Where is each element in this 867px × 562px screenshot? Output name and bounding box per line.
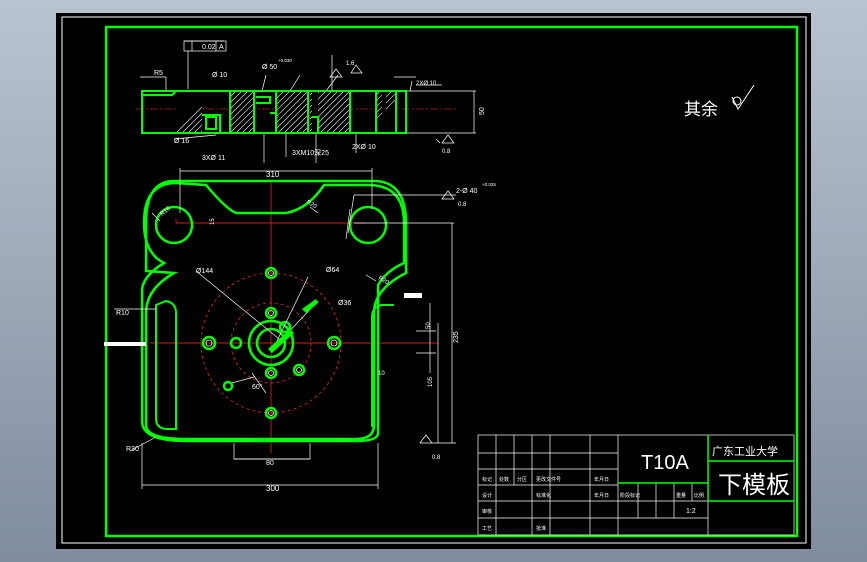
dim-15: 15 (210, 218, 216, 225)
tb-r2-5: 年月日 (594, 492, 609, 499)
tb-scale-label: 比例 (694, 492, 704, 499)
r30-label: R30 (126, 446, 139, 453)
d50-label: Ø 50 (262, 64, 277, 71)
d40-tol: +0.025 (482, 182, 496, 187)
tol2-label: +0.030 (278, 58, 292, 63)
flatness-label: 0.02 (202, 44, 216, 51)
roughness-symbol (731, 84, 755, 110)
outer-frame (61, 16, 807, 544)
d144-label: Ø144 (196, 268, 213, 275)
tb-r1-1: 处数 (499, 476, 509, 483)
holes-label: 2XØ 10 (352, 144, 376, 151)
dim-300: 300 (266, 484, 280, 493)
ra16-label: 1.6 (346, 61, 355, 67)
tb-r1-2: 分区 (517, 476, 527, 483)
r20-label: R20 (305, 200, 318, 211)
d11-label: 3XØ 11 (202, 155, 225, 162)
tb-r1-0: 标记 (482, 476, 492, 483)
height-50-label: 50 (479, 107, 486, 115)
ra08b-label: 0.8 (458, 202, 467, 208)
r20b-label: R20 (377, 276, 390, 287)
tb-r2-0: 设计 (482, 492, 492, 499)
d40-label: 2-Ø 40 (456, 188, 478, 195)
ra08-label: 0.8 (442, 149, 451, 155)
d10-label: Ø 10 (212, 72, 227, 79)
d64-label: Ø64 (326, 267, 339, 274)
dim-10: 10 (378, 371, 385, 377)
angle-label: 60° (252, 383, 263, 391)
r10-label: R10 (116, 310, 129, 317)
dim-105: 105 (428, 376, 434, 387)
material-text: T10A (641, 452, 689, 474)
institution-text: 广东工业大学 (712, 444, 778, 458)
tb-r4-2: 批准 (536, 525, 546, 532)
r5-label: R5 (154, 70, 163, 77)
tb-r1-3: 更改文件号 (536, 476, 561, 483)
datum-label: A (219, 44, 224, 51)
roughness-note: 其余 (684, 100, 718, 120)
section-view: R5 Ø 10 Ø 50 +0.030 1.6 2XØ 10 Ø 16 3XØ … (136, 40, 486, 163)
tb-r3-0: 审核 (482, 508, 492, 515)
thread-label: 3XM10深25 (292, 148, 329, 157)
d36-label: Ø36 (338, 300, 351, 307)
d40-top: 2XØ 10 (416, 81, 437, 87)
d16-label: Ø 16 (174, 138, 189, 145)
tb-r1-5: 年月日 (594, 476, 609, 483)
plan-view: 310 300 80 Ø144 Ø64 Ø36 60° R10 R30 R16 … (104, 168, 496, 493)
scale-text: 1:2 (686, 508, 696, 515)
tb-r2-2: 标准化 (536, 492, 551, 499)
dim-50b: 50 (426, 322, 432, 329)
dim-310: 310 (266, 170, 280, 179)
cad-viewport[interactable]: R5 Ø 10 Ø 50 +0.030 1.6 2XØ 10 Ø 16 3XØ … (56, 13, 811, 549)
ra08c-label: 0.8 (432, 455, 441, 461)
tb-stage: 阶段标记 (620, 492, 640, 499)
tb-weight: 重量 (676, 492, 686, 499)
tb-r4-0: 工艺 (482, 526, 492, 532)
dim-80: 80 (266, 460, 274, 467)
drawing-sheet: R5 Ø 10 Ø 50 +0.030 1.6 2XØ 10 Ø 16 3XØ … (61, 16, 807, 544)
title-block: T10A 广东工业大学 下模板 1:2 标记 处数 分区 更改文件号 年月日 设… (477, 434, 795, 536)
dim-235: 235 (453, 331, 460, 343)
inner-frame (104, 25, 799, 538)
part-name-text: 下模板 (718, 471, 790, 499)
